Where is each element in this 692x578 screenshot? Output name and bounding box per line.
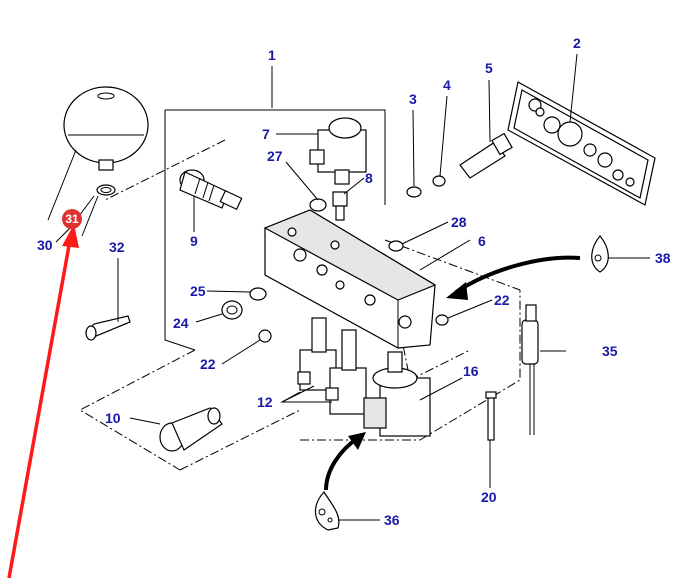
valve-manifold-block bbox=[263, 209, 437, 349]
callout-3: 3 bbox=[409, 91, 417, 107]
callout-20: 20 bbox=[481, 489, 497, 505]
lubricant-symbol-36 bbox=[314, 491, 340, 531]
o-ring-4 bbox=[432, 175, 446, 187]
flow-arrow-to-manifold bbox=[446, 255, 581, 300]
callout-12: 12 bbox=[257, 394, 273, 410]
callout-24: 24 bbox=[173, 315, 189, 331]
callout-22a: 22 bbox=[200, 356, 216, 372]
hydraulic-fitting bbox=[332, 191, 348, 221]
proportional-valve bbox=[363, 351, 431, 437]
leader-lines bbox=[47, 53, 650, 521]
callout-2: 2 bbox=[573, 35, 581, 51]
callout-25: 25 bbox=[190, 283, 206, 299]
callout-22b: 22 bbox=[494, 292, 510, 308]
pin bbox=[485, 391, 497, 441]
callout-27: 27 bbox=[267, 148, 283, 164]
pressure-sensor bbox=[459, 132, 513, 179]
plug-22a bbox=[258, 329, 272, 343]
highlight-badge[interactable]: 31 bbox=[62, 209, 82, 229]
o-ring-27 bbox=[309, 198, 327, 212]
assembly-frame bbox=[78, 109, 521, 471]
highlight-pointer-arrow bbox=[7, 224, 79, 578]
callout-9: 9 bbox=[190, 233, 198, 249]
accumulator-sphere bbox=[63, 86, 149, 171]
callout-36: 36 bbox=[384, 512, 400, 528]
callout-30: 30 bbox=[37, 237, 53, 253]
callout-10: 10 bbox=[105, 410, 121, 426]
temperature-sensor bbox=[521, 304, 539, 435]
callout-28: 28 bbox=[451, 214, 467, 230]
lubricant-symbol-38 bbox=[591, 235, 609, 273]
gasket-plate bbox=[507, 81, 656, 206]
flow-arrow-to-valve bbox=[324, 432, 366, 491]
callout-6: 6 bbox=[478, 233, 486, 249]
callout-32: 32 bbox=[109, 239, 125, 255]
mounting-bolt bbox=[85, 315, 131, 341]
callout-labels: 1 2 3 4 5 6 7 8 9 10 12 16 20 22 22 24 2… bbox=[37, 35, 671, 528]
o-ring-3 bbox=[406, 186, 422, 198]
plug-22b bbox=[435, 314, 449, 326]
solenoid-valve-12b bbox=[325, 329, 367, 415]
callout-16: 16 bbox=[463, 363, 479, 379]
callout-1: 1 bbox=[268, 47, 276, 63]
highlight-badge-label: 31 bbox=[65, 212, 79, 226]
o-ring-seal bbox=[96, 184, 116, 196]
callout-5: 5 bbox=[485, 60, 493, 76]
solenoid-valve bbox=[309, 117, 367, 185]
plug-fitting bbox=[221, 300, 243, 320]
o-ring-28 bbox=[388, 240, 404, 252]
callout-7: 7 bbox=[262, 126, 270, 142]
cartridge-plug bbox=[159, 407, 223, 452]
callout-35: 35 bbox=[602, 343, 618, 359]
cartridge-valve bbox=[179, 169, 243, 211]
callout-38: 38 bbox=[655, 250, 671, 266]
callout-8: 8 bbox=[365, 170, 373, 186]
callout-4: 4 bbox=[443, 77, 451, 93]
o-ring-25 bbox=[249, 287, 267, 301]
